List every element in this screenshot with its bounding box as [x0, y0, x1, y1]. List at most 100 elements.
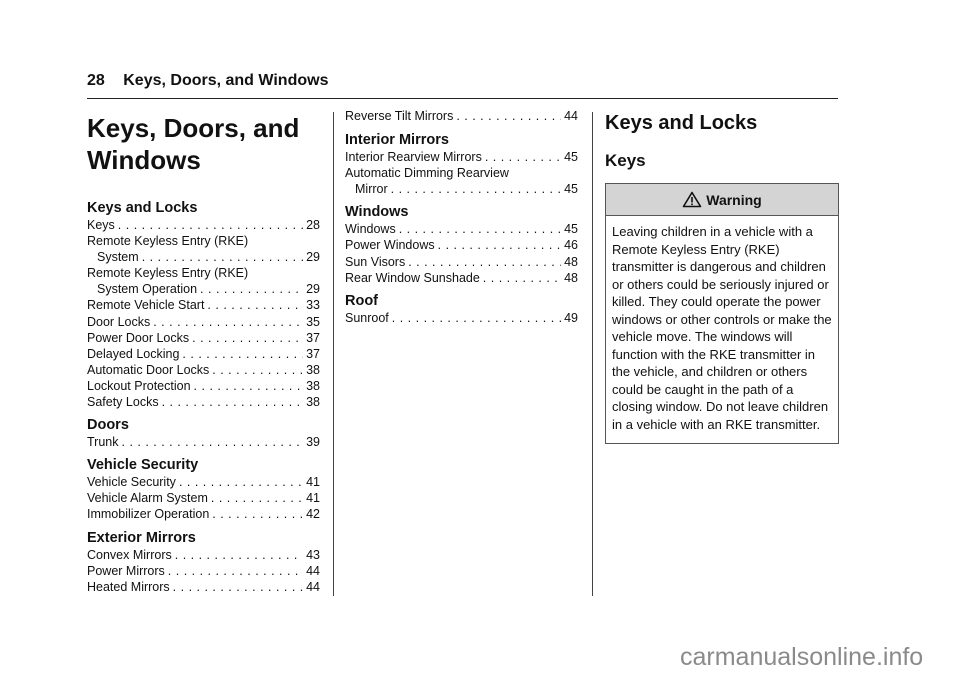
toc-title: Keys, Doors, and Windows [87, 113, 300, 175]
toc-entry-label: Remote Vehicle Start [87, 298, 205, 313]
toc-page-number: 45 [564, 222, 578, 237]
toc-page-number: 41 [306, 475, 320, 490]
toc-entry-label: System [97, 250, 139, 265]
dot-leader [173, 579, 303, 595]
toc-entry-label: Delayed Locking [87, 346, 180, 361]
header-rule [87, 98, 838, 99]
toc-entry[interactable]: Interior Rearview Mirrors 45 [345, 149, 578, 165]
dot-leader [485, 149, 561, 165]
toc-entry-label[interactable]: Automatic Dimming Rearview [345, 166, 509, 181]
dot-leader [194, 378, 304, 394]
toc-section-heading[interactable]: Roof [345, 292, 379, 309]
dot-leader [118, 217, 303, 233]
toc-page-number: 48 [564, 270, 578, 285]
toc-page-number: 45 [564, 150, 578, 165]
dot-leader [399, 221, 561, 237]
toc-page-number: 44 [306, 563, 320, 578]
toc-page-number: 42 [306, 507, 320, 522]
toc-entry[interactable]: Vehicle Security 41 [87, 474, 320, 490]
toc-section-heading[interactable]: Exterior Mirrors [87, 529, 196, 546]
toc-page-number: 43 [306, 547, 320, 562]
toc-entry-label: Windows [345, 222, 396, 237]
toc-entry[interactable]: Delayed Locking 37 [87, 346, 320, 362]
toc-entry-label: Lockout Protection [87, 378, 191, 393]
subsection-heading: Keys [605, 151, 646, 170]
toc-page-number: 37 [306, 346, 320, 361]
toc-entry[interactable]: Remote Vehicle Start 33 [87, 297, 320, 313]
dot-leader [122, 434, 304, 450]
toc-entry-label: Interior Rearview Mirrors [345, 150, 482, 165]
toc-entry[interactable]: Mirror 45 [345, 181, 578, 197]
dot-leader [200, 281, 303, 297]
dot-leader [438, 237, 561, 253]
toc-section-heading[interactable]: Vehicle Security [87, 457, 199, 474]
toc-page-number: 44 [306, 579, 320, 594]
dot-leader [162, 394, 304, 410]
dot-leader [483, 270, 561, 286]
toc-page-number: 46 [564, 238, 578, 253]
toc-section-heading[interactable]: Windows [345, 204, 409, 221]
toc-entry[interactable]: Heated Mirrors44 [87, 579, 320, 595]
column-divider [333, 112, 334, 596]
toc-entry[interactable]: Automatic Door Locks38 [87, 362, 320, 378]
toc-entry[interactable]: Trunk39 [87, 434, 320, 450]
toc-page-number: 33 [306, 298, 320, 313]
toc-entry[interactable]: Keys28 [87, 217, 320, 233]
toc-entry[interactable]: Vehicle Alarm System41 [87, 490, 320, 506]
toc-section: RoofSunroof49 [345, 293, 578, 326]
toc-page-number: 29 [306, 282, 320, 297]
dot-leader [182, 346, 303, 362]
toc-page-number: 39 [306, 435, 320, 450]
dot-leader [212, 362, 303, 378]
toc-entry[interactable]: Immobilizer Operation 42 [87, 506, 320, 522]
column-divider [592, 112, 593, 596]
warning-box: Warning Leaving children in a vehicle wi… [605, 183, 839, 444]
toc-entry[interactable]: Reverse Tilt Mirrors44 [345, 108, 578, 124]
dot-leader [168, 563, 303, 579]
toc-page-number: 45 [564, 182, 578, 197]
toc-page-number: 35 [306, 314, 320, 329]
toc-entry-label: Power Door Locks [87, 330, 190, 345]
toc-entry[interactable]: Power Mirrors44 [87, 563, 320, 579]
toc-section: DoorsTrunk39 [87, 417, 320, 450]
toc-entry[interactable]: System Operation29 [87, 281, 320, 297]
toc-entry-label: Immobilizer Operation [87, 507, 210, 522]
warning-text: Leaving children in a vehicle with a Rem… [612, 224, 832, 432]
toc-entry[interactable]: Door Locks 35 [87, 314, 320, 330]
toc-entry[interactable]: Power Windows46 [345, 237, 578, 253]
toc-section-heading[interactable]: Doors [87, 417, 129, 434]
dot-leader [391, 181, 561, 197]
toc-entry-label[interactable]: Remote Keyless Entry (RKE) [87, 234, 249, 249]
toc-section-heading[interactable]: Keys and Locks [87, 200, 198, 216]
toc-page-number: 38 [306, 395, 320, 410]
toc-entry[interactable]: Lockout Protection 38 [87, 378, 320, 394]
dot-leader [212, 506, 303, 522]
toc-entry-label: Rear Window Sunshade [345, 270, 480, 285]
toc-page-number: 49 [564, 310, 578, 325]
chapter-title: Keys, Doors, and Windows [123, 72, 329, 89]
warning-header: Warning [606, 184, 838, 216]
toc-section-heading[interactable]: Interior Mirrors [345, 132, 449, 149]
toc-entry[interactable]: System 29 [87, 249, 320, 265]
toc-entry-label: Vehicle Security [87, 475, 176, 490]
toc-entry[interactable]: Safety Locks38 [87, 394, 320, 410]
toc-entry[interactable]: Rear Window Sunshade 48 [345, 270, 578, 286]
toc-entry[interactable]: Sunroof49 [345, 310, 578, 326]
toc-column-2: Reverse Tilt Mirrors44 Interior MirrorsI… [345, 108, 578, 333]
toc-page-number: 41 [306, 491, 320, 506]
toc-entry-label: Door Locks [87, 314, 151, 329]
toc-page-number: 38 [306, 378, 320, 393]
toc-entry-label: Keys [87, 218, 115, 232]
toc-entry[interactable]: Sun Visors48 [345, 254, 578, 270]
toc-page-number: 29 [306, 250, 320, 265]
toc-entry[interactable]: Windows 45 [345, 221, 578, 237]
toc-page-number: 37 [306, 330, 320, 345]
toc-entry[interactable]: Power Door Locks 37 [87, 330, 320, 346]
toc-entry-label[interactable]: Remote Keyless Entry (RKE) [87, 266, 249, 281]
toc-entry-label: Mirror [355, 182, 388, 197]
toc-entry[interactable]: Convex Mirrors43 [87, 547, 320, 563]
toc-page-number: 48 [564, 254, 578, 269]
